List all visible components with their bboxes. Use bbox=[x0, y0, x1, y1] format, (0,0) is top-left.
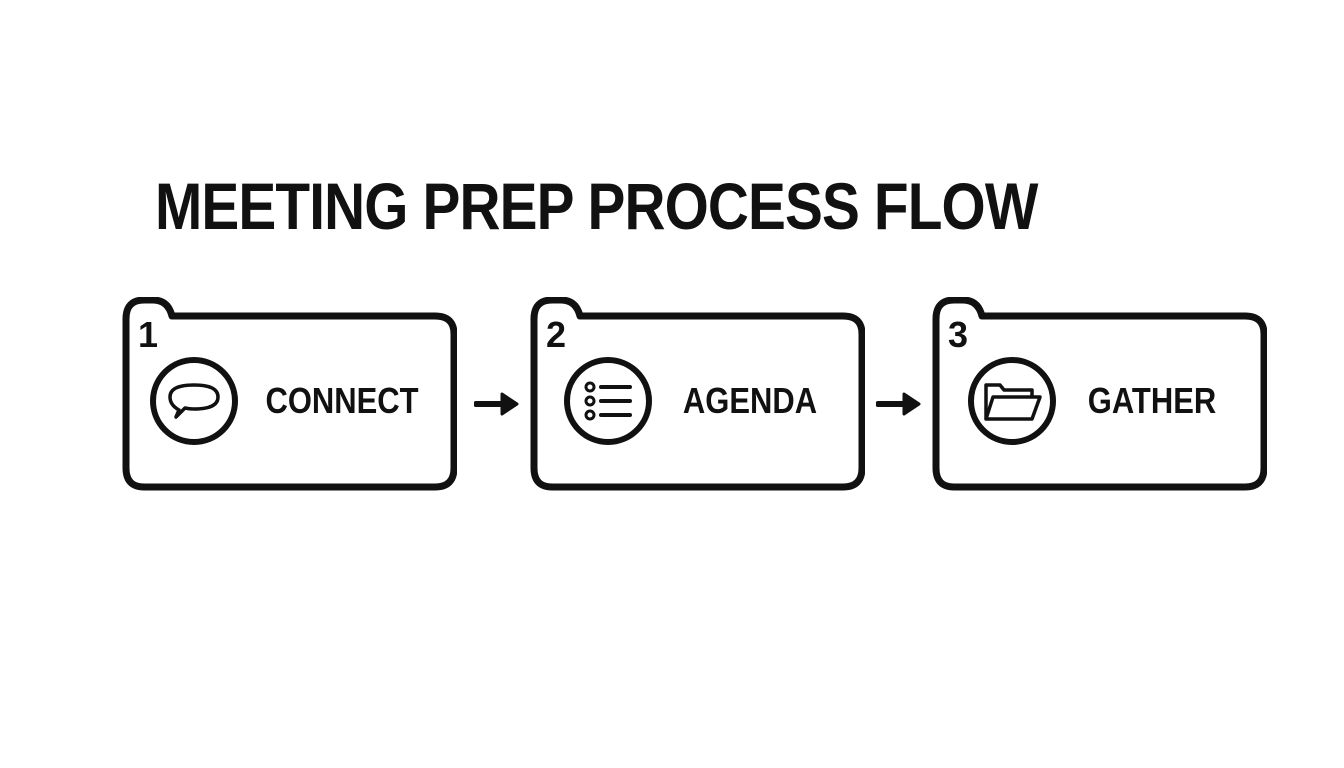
step-label: AGENDA bbox=[682, 380, 818, 421]
step-card-frame bbox=[932, 297, 1267, 491]
step-number: 3 bbox=[948, 314, 969, 355]
list-icon bbox=[564, 357, 652, 445]
arrow-right-icon bbox=[474, 392, 519, 416]
step-number: 2 bbox=[546, 314, 567, 355]
step-card-gather: 3 GATHER bbox=[932, 297, 1267, 497]
step-label: GATHER bbox=[1087, 380, 1217, 421]
step-card-agenda: 2 AGENDA bbox=[530, 297, 865, 497]
diagram-title: MEETING PREP PROCESS FLOW bbox=[155, 169, 1038, 243]
step-card-connect: 1 CONNECT bbox=[122, 297, 457, 497]
arrow-right-icon bbox=[876, 392, 921, 416]
step-label: CONNECT bbox=[265, 380, 419, 421]
folder-icon bbox=[968, 357, 1056, 445]
step-card-frame bbox=[530, 297, 865, 491]
step-number: 1 bbox=[138, 314, 159, 355]
step-card-frame bbox=[122, 297, 457, 491]
speech-bubble-icon bbox=[150, 357, 238, 445]
